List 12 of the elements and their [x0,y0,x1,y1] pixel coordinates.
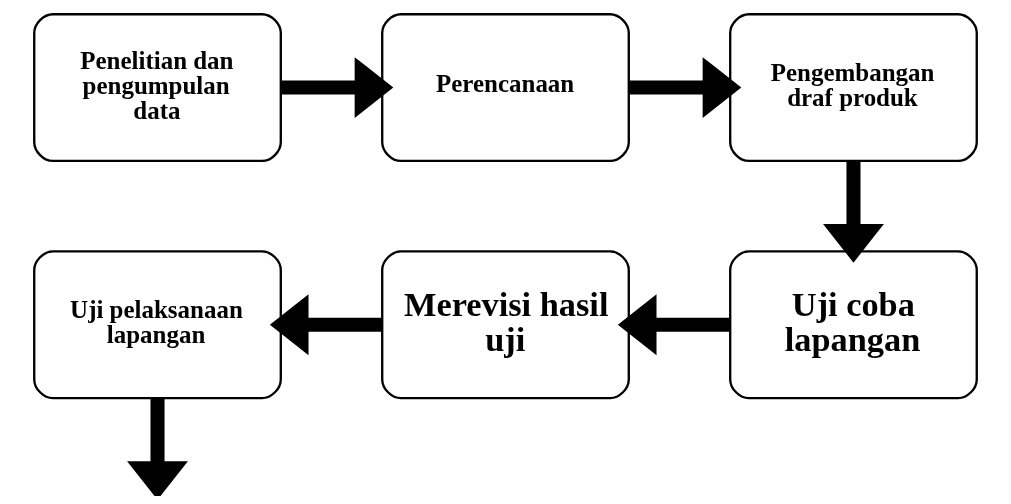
arrow [629,57,742,119]
arrow [617,294,730,356]
node-box: Uji pelaksanaan lapangan [33,250,282,400]
arrow [281,57,394,119]
node-box: Merevisi hasil uji [381,250,630,400]
node-box: Pengembangan draf produk [729,13,978,163]
node-box: Penelitian dan pengumpulan data [33,13,282,163]
node-box: Perencanaan [381,13,630,163]
arrow [269,294,382,356]
arrow [823,161,884,263]
arrow [127,398,188,496]
node-box: Uji coba lapangan [729,250,978,400]
